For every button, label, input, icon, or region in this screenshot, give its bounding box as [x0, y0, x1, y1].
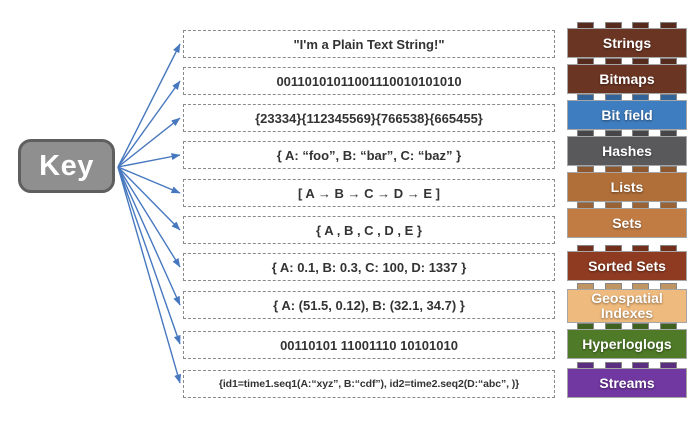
arrow-bitmaps	[117, 80, 181, 168]
brick-label-bitmaps: Bitmaps	[599, 70, 655, 87]
value-text-sorted-sets: { A: 0.1, B: 0.3, C: 100, D: 1337 }	[271, 259, 467, 275]
value-box-bitmaps: 00110101011001110010101010	[183, 67, 555, 95]
brick-sets: Sets	[567, 202, 687, 238]
key-label: Key	[39, 149, 94, 182]
brick-bit-field: Bit field	[567, 94, 687, 130]
brick-studs	[567, 130, 687, 136]
arrow-bit-field	[117, 117, 181, 168]
brick-studs	[567, 323, 687, 329]
arrow-sorted-sets	[117, 166, 181, 268]
brick-label-bit-field: Bit field	[601, 106, 653, 123]
arrow-lists	[117, 166, 181, 194]
brick-studs	[567, 166, 687, 172]
key-node: Key	[18, 139, 115, 193]
value-text-geospatial: { A: (51.5, 0.12), B: (32.1, 34.7) }	[273, 297, 465, 313]
value-text-lists: [ A → B → C → D → E ]	[297, 185, 441, 201]
arrow-hyperloglogs	[117, 166, 181, 345]
value-text-hashes: { A: “foo”, B: “bar”, C: “baz” }	[276, 147, 462, 163]
value-box-hashes: { A: “foo”, B: “bar”, C: “baz” }	[183, 141, 555, 169]
brick-label-lists: Lists	[610, 178, 644, 195]
value-box-sorted-sets: { A: 0.1, B: 0.3, C: 100, D: 1337 }	[183, 253, 555, 281]
brick-hyperloglogs: Hyperloglogs	[567, 323, 687, 359]
arrow-hashes	[117, 153, 181, 168]
value-text-bitmaps: 00110101011001110010101010	[276, 73, 462, 89]
brick-label-hashes: Hashes	[602, 142, 652, 159]
brick-sorted-sets: Sorted Sets	[567, 245, 687, 281]
arrow-sets	[117, 166, 181, 231]
value-box-bit-field: {23334}{112345569}{766538}{665455}	[183, 104, 555, 132]
brick-label-strings: Strings	[602, 34, 652, 51]
value-box-strings: "I'm a Plain Text String!"	[183, 30, 555, 58]
value-text-streams: {id1=time1.seq1(A:“xyz”, B:“cdf”), id2=t…	[218, 378, 520, 390]
brick-studs	[567, 94, 687, 100]
brick-label-streams: Streams	[599, 374, 655, 391]
value-box-streams: {id1=time1.seq1(A:“xyz”, B:“cdf”), id2=t…	[183, 370, 555, 398]
brick-label-geospatial: Geospatial Indexes	[591, 290, 663, 321]
value-box-hyperloglogs: 00110101 11001110 10101010	[183, 331, 555, 359]
value-text-hyperloglogs: 00110101 11001110 10101010	[280, 337, 458, 353]
brick-strings: Strings	[567, 22, 687, 58]
brick-studs	[567, 202, 687, 208]
arrow-streams	[117, 166, 182, 384]
brick-hashes: Hashes	[567, 130, 687, 166]
arrow-strings	[117, 43, 181, 168]
brick-label-sorted-sets: Sorted Sets	[588, 257, 666, 274]
brick-studs	[567, 58, 687, 64]
brick-label-hyperloglogs: Hyperloglogs	[582, 335, 672, 352]
value-box-lists: [ A → B → C → D → E ]	[183, 179, 555, 207]
value-text-bit-field: {23334}{112345569}{766538}{665455}	[255, 110, 483, 126]
brick-geospatial: Geospatial Indexes	[567, 283, 687, 323]
brick-studs	[567, 283, 687, 289]
value-box-geospatial: { A: (51.5, 0.12), B: (32.1, 34.7) }	[183, 291, 555, 319]
brick-bitmaps: Bitmaps	[567, 58, 687, 94]
value-text-sets: { A , B , C , D , E }	[316, 222, 422, 238]
brick-studs	[567, 245, 687, 251]
brick-label-sets: Sets	[612, 214, 642, 231]
brick-lists: Lists	[567, 166, 687, 202]
brick-studs	[567, 22, 687, 28]
brick-streams: Streams	[567, 362, 687, 398]
value-text-strings: "I'm a Plain Text String!"	[293, 36, 445, 52]
value-box-sets: { A , B , C , D , E }	[183, 216, 555, 244]
brick-studs	[567, 362, 687, 368]
arrow-geospatial	[117, 166, 181, 306]
